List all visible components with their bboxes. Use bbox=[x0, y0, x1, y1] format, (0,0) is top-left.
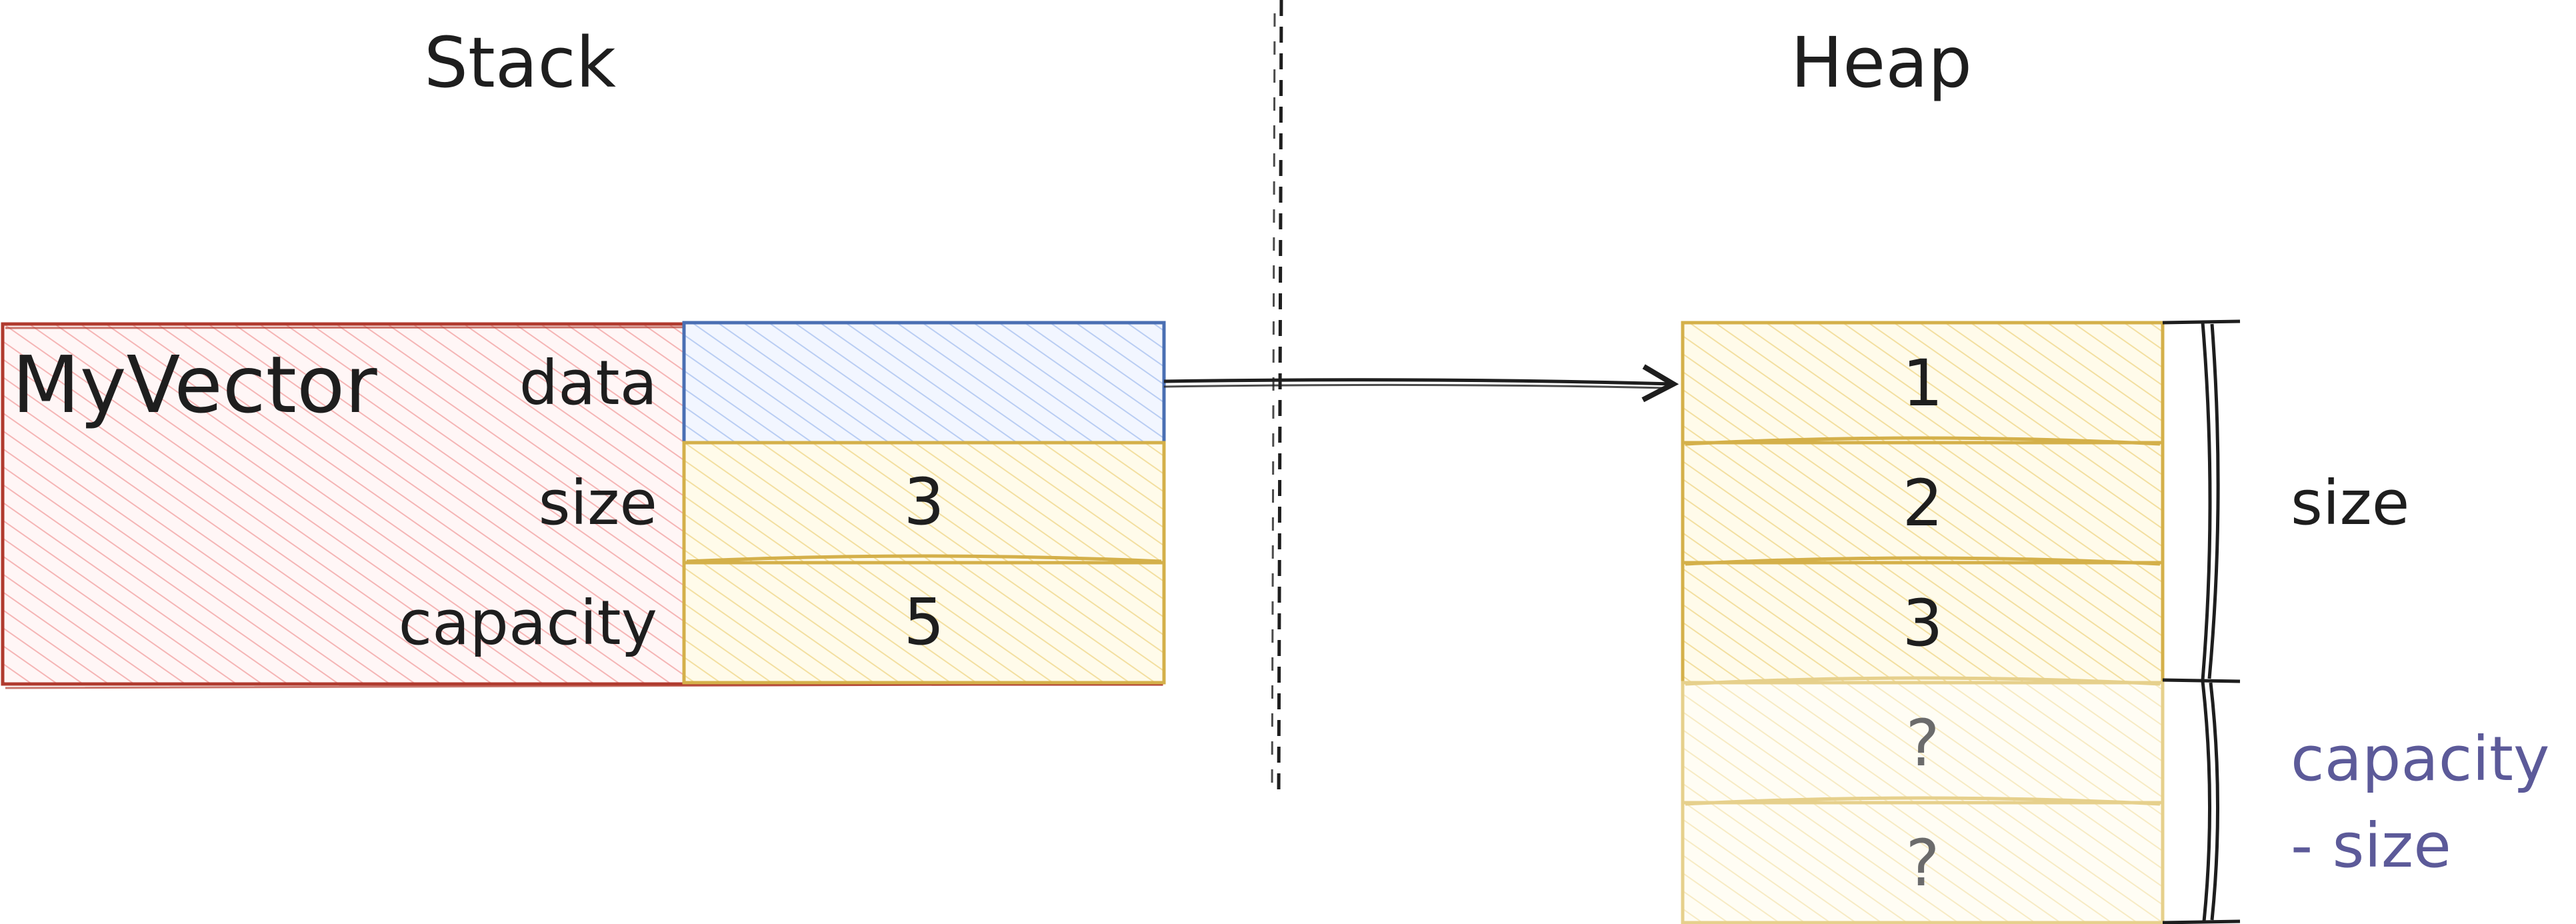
field-label-size: size bbox=[539, 467, 657, 539]
heap-cell-value: ? bbox=[1906, 706, 1940, 781]
stack-title: Stack bbox=[424, 22, 616, 103]
unused-brace-label-line2: - size bbox=[2291, 810, 2451, 881]
field-cell-size bbox=[682, 441, 1166, 565]
field-cell-data bbox=[682, 321, 1166, 445]
size-brace bbox=[2162, 319, 2241, 683]
heap-cell-value: 3 bbox=[1902, 586, 1943, 661]
field-value-size: 3 bbox=[903, 465, 944, 539]
heap-cell-4: ? bbox=[1681, 796, 2165, 924]
field-label-data: data bbox=[519, 347, 657, 419]
stack-heap-divider bbox=[1271, 0, 1283, 801]
heap-cell-value: 1 bbox=[1902, 346, 1943, 421]
heap-cells: 1 2 3?? bbox=[1681, 321, 2165, 924]
field-cell-capacity bbox=[682, 561, 1166, 685]
field-label-capacity: capacity bbox=[399, 587, 657, 659]
field-value-capacity: 5 bbox=[903, 585, 944, 659]
capacity-minus-size-brace bbox=[2162, 681, 2241, 924]
heap-cell-value: ? bbox=[1906, 826, 1940, 901]
unused-brace-label-line1: capacity bbox=[2291, 723, 2549, 795]
struct-name: MyVector bbox=[12, 339, 377, 431]
heap-cell-1: 2 bbox=[1681, 436, 2165, 565]
heap-cell-3: ? bbox=[1681, 676, 2165, 805]
heap-cell-2: 3 bbox=[1681, 556, 2165, 685]
heap-cell-0: 1 bbox=[1681, 321, 2165, 445]
heap-title: Heap bbox=[1791, 22, 1972, 103]
data-pointer-arrow bbox=[1163, 364, 1679, 403]
size-brace-label: size bbox=[2291, 467, 2409, 539]
heap-cell-value: 2 bbox=[1902, 466, 1943, 541]
